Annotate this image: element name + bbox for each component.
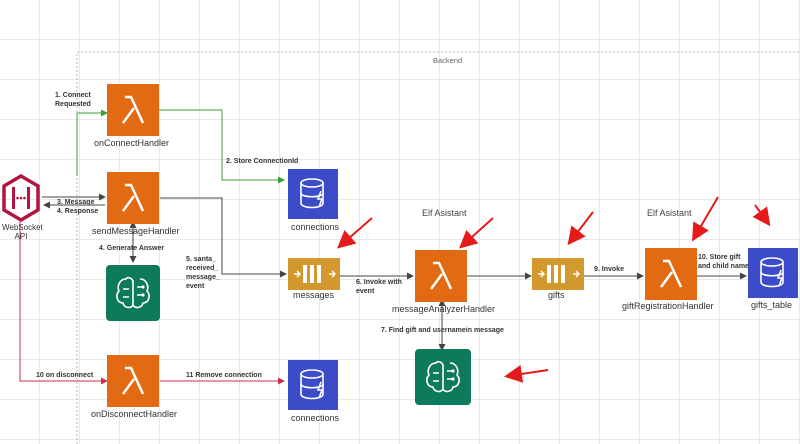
dynamodb-connections-top-label: connections xyxy=(291,222,340,232)
websocket-api-label: WebSocket API xyxy=(2,223,43,241)
sqs-messages[interactable] xyxy=(288,258,340,290)
edge-event xyxy=(160,197,287,278)
lambda-icon xyxy=(121,95,145,124)
annotation-arrow xyxy=(504,365,549,383)
elf-assistant-label: Elf Asistant xyxy=(647,208,692,218)
lambda-sendmessage-label: sendMessageHandler xyxy=(92,226,180,236)
dynamodb-icon xyxy=(760,257,784,288)
annotation-arrow xyxy=(752,204,771,227)
ai-brain-icon xyxy=(116,276,150,309)
step-label-6: 6. Invoke with event xyxy=(356,279,402,295)
edge-connect xyxy=(76,109,108,176)
lambda-ondisconnect-label: onDisconnectHandler xyxy=(91,409,178,419)
lambda-messageanalyzer[interactable] xyxy=(415,250,467,302)
step-label-11: 11 Remove connection xyxy=(186,372,262,379)
websocket-api-node[interactable] xyxy=(0,173,42,223)
lambda-icon xyxy=(659,259,683,288)
backend-group-label: Backend xyxy=(433,56,463,65)
dynamodb-gifts-table[interactable] xyxy=(748,248,798,298)
lambda-icon xyxy=(121,366,145,395)
step-label-5: 5. santa_ received_ message_ event xyxy=(186,256,220,290)
lambda-onconnect[interactable] xyxy=(107,84,159,136)
dynamodb-connections-top[interactable] xyxy=(288,169,338,219)
lambda-ondisconnect[interactable] xyxy=(107,355,159,407)
annotation-arrow xyxy=(567,211,594,246)
elf-assistant-label: Elf Asistant xyxy=(422,208,467,218)
step-label-2: 2. Store ConnectionId xyxy=(226,158,299,165)
sqs-gifts[interactable] xyxy=(532,258,584,290)
dynamodb-connections-bottom[interactable] xyxy=(288,360,338,410)
step-label-3: 3. Message 4. Response xyxy=(57,199,99,215)
lambda-icon xyxy=(429,261,453,290)
backend-group-border xyxy=(76,51,800,444)
dynamodb-connections-bottom-label: connections xyxy=(291,413,340,423)
lambda-sendmessage[interactable] xyxy=(107,172,159,224)
lambda-giftregistration-label: giftRegistrationHandler xyxy=(622,301,714,311)
ai-brain-icon xyxy=(426,360,460,393)
annotation-arrow xyxy=(336,217,373,249)
dynamodb-gifts-table-label: gifts_table xyxy=(751,300,793,310)
sqs-gifts-label: gifts xyxy=(548,290,565,300)
sqs-messages-label: messages xyxy=(293,290,335,300)
step-label-1: 1. Connect Requested xyxy=(55,92,91,108)
step-label-7: 7. Find gift and usernamein message xyxy=(381,327,504,334)
step-label-4: 4. Generate Answer xyxy=(99,245,165,252)
edge-disconnect xyxy=(19,222,108,385)
lambda-messageanalyzer-label: messageAnalyzerHandler xyxy=(392,304,496,314)
websocket-api-icon xyxy=(2,173,40,223)
queue-icon xyxy=(294,265,336,283)
step-label-10: 10. Store gift and child name xyxy=(698,254,749,270)
queue-icon xyxy=(538,265,580,283)
edge-store-connection xyxy=(159,109,285,184)
ai-service-answer[interactable] xyxy=(106,265,160,321)
lambda-giftregistration[interactable] xyxy=(645,248,697,300)
ai-service-find-gift[interactable] xyxy=(415,349,471,405)
step-label-10-disconnect: 10 on disconnect xyxy=(36,372,94,379)
annotation-arrow xyxy=(459,217,494,249)
dynamodb-icon xyxy=(300,178,324,209)
dynamodb-icon xyxy=(300,369,324,400)
lambda-onconnect-label: onConnectHandler xyxy=(94,138,170,148)
lambda-icon xyxy=(121,183,145,212)
annotation-arrow xyxy=(691,196,719,242)
step-label-9: 9. Invoke xyxy=(594,266,624,273)
